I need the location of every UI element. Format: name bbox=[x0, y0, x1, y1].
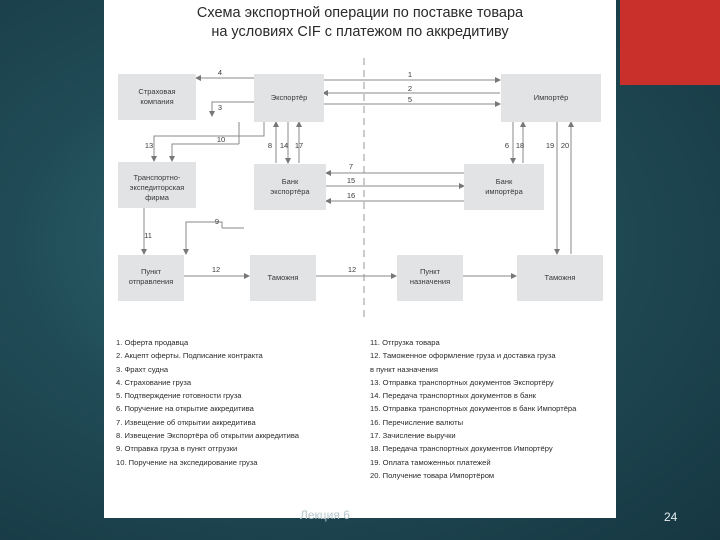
arrow-10 bbox=[169, 143, 239, 162]
legend-item: 19. Оплата таможенных платежей bbox=[370, 457, 491, 467]
node-forwarder: Транспортно- экспедиторская фирма bbox=[118, 162, 196, 208]
arrow-13 bbox=[151, 122, 265, 162]
diagram-title: Схема экспортной операции по поставке то… bbox=[104, 4, 616, 42]
legend-item: 6. Поручение на открытие аккредитива bbox=[116, 404, 254, 414]
arrow-label-20: 20 bbox=[561, 141, 569, 150]
arrow-label-18: 18 bbox=[516, 141, 524, 150]
legend-item: 11. Отгрузка товара bbox=[370, 338, 440, 347]
arrow-label-4: 4 bbox=[218, 68, 222, 77]
node-insurance-l1: Страховая bbox=[138, 87, 175, 96]
node-destination: Пункт назначения bbox=[397, 255, 463, 301]
title-line-1: Схема экспортной операции по поставке то… bbox=[196, 5, 524, 21]
arrow-label-6: 6 bbox=[505, 141, 509, 150]
legend-item: 5. Подтверждение готовности груза bbox=[116, 391, 242, 401]
node-customs-import: Таможня bbox=[517, 255, 603, 301]
arrow-label-15: 15 bbox=[347, 176, 355, 185]
node-departure: Пункт отправления bbox=[118, 255, 184, 301]
arrow-label-8: 8 bbox=[268, 141, 272, 150]
legend-item: 3. Фрахт судна bbox=[116, 364, 169, 374]
arrow-label-12-a: 12 bbox=[212, 265, 220, 274]
arrow-label-1: 1 bbox=[408, 70, 412, 79]
accent-bar bbox=[620, 0, 720, 85]
node-forwarder-l1: Транспортно- bbox=[134, 173, 181, 182]
flow-diagram: Страховая компания Экспортёр Импортёр Тр… bbox=[118, 58, 603, 318]
node-departure-l2: отправления bbox=[129, 277, 174, 286]
legend-item: 2. Акцепт оферты. Подписание контракта bbox=[116, 351, 263, 361]
node-forwarder-l2: экспедиторская bbox=[130, 183, 185, 192]
arrow-label-11: 11 bbox=[144, 231, 152, 240]
legend-item: 12. Таможенное оформление груза и достав… bbox=[370, 351, 556, 361]
diagram-sheet: Схема экспортной операции по поставке то… bbox=[104, 0, 616, 518]
node-exporter-bank-l2: экспортёра bbox=[270, 187, 310, 196]
legend-item: 4. Страхование груза bbox=[116, 377, 192, 387]
arrow-label-17: 17 bbox=[295, 141, 303, 150]
legend-item: 13. Отправка транспортных документов Экс… bbox=[370, 377, 554, 387]
slide-number: 24 bbox=[664, 510, 678, 524]
node-forwarder-l3: фирма bbox=[145, 193, 170, 202]
legend-item: 10. Поручение на экспедирование груза bbox=[116, 457, 258, 467]
node-exporter-bank: Банк экспортёра bbox=[254, 164, 326, 210]
arrow-9 bbox=[183, 221, 223, 255]
node-customs-import-l1: Таможня bbox=[545, 273, 576, 282]
node-destination-l2: назначения bbox=[410, 277, 450, 286]
arrow-label-19: 19 bbox=[546, 141, 554, 150]
node-customs-export-l1: Таможня bbox=[268, 273, 299, 282]
arrow-label-7: 7 bbox=[349, 162, 353, 171]
arrow-label-9: 9 bbox=[215, 217, 219, 226]
node-importer-l1: Импортёр bbox=[534, 93, 569, 102]
arrow-label-5: 5 bbox=[408, 95, 412, 104]
node-customs-export: Таможня bbox=[250, 255, 316, 301]
node-exporter-bank-l1: Банк bbox=[282, 177, 299, 186]
node-destination-l1: Пункт bbox=[420, 267, 441, 276]
node-importer-bank: Банк импортёра bbox=[464, 164, 544, 210]
legend-item: 8. Извещение Экспортёра об открытии аккр… bbox=[116, 431, 300, 441]
svg-text:Страховая: Страховая bbox=[138, 87, 175, 96]
legend-item: 1. Оферта продавца bbox=[116, 338, 189, 347]
arrow-label-2: 2 bbox=[408, 84, 412, 93]
title-line-2: на условиях CIF с платежом по аккредитив… bbox=[211, 24, 509, 40]
node-importer-bank-l2: импортёра bbox=[485, 187, 523, 196]
node-insurance: Страховая компания bbox=[118, 74, 196, 120]
legend-item: в пункт назначения bbox=[370, 364, 439, 374]
legend-item: 16. Перечисление валюты bbox=[370, 417, 464, 427]
legend-item: 9. Отправка груза в пункт отгрузки bbox=[116, 444, 238, 454]
node-departure-l1: Пункт bbox=[141, 267, 162, 276]
legend-item: 20. Получение товара Импортёром bbox=[370, 470, 495, 480]
arrow-3 bbox=[209, 101, 254, 117]
legend-item: 18. Передача транспортных документов Имп… bbox=[370, 444, 553, 454]
node-importer: Импортёр bbox=[501, 74, 601, 122]
arrow-label-16: 16 bbox=[347, 191, 355, 200]
legend-item: 14. Передача транспортных документов в б… bbox=[370, 391, 536, 401]
legend-item: 15. Отправка транспортных документов в б… bbox=[370, 404, 577, 414]
svg-text:компания: компания bbox=[140, 97, 173, 106]
legend-item: 7. Извещение об открытии аккредитива bbox=[116, 417, 256, 427]
arrow-label-14: 14 bbox=[280, 141, 288, 150]
arrow-label-12-b: 12 bbox=[348, 265, 356, 274]
node-exporter: Экспортёр bbox=[254, 74, 324, 122]
node-exporter-l1: Экспортёр bbox=[271, 93, 308, 102]
node-insurance-l2: компания bbox=[140, 97, 173, 106]
legend-right: 11. Отгрузка товара 12. Таможенное оформ… bbox=[370, 336, 612, 482]
arrow-label-3: 3 bbox=[218, 103, 222, 112]
slide-footer: Лекция 6 bbox=[300, 508, 350, 522]
node-importer-bank-l1: Банк bbox=[496, 177, 513, 186]
arrow-label-10: 10 bbox=[217, 135, 225, 144]
legend-item: 17. Зачисление выручки bbox=[370, 431, 456, 441]
legend-left: 1. Оферта продавца 2. Акцепт оферты. Под… bbox=[116, 336, 361, 469]
arrow-label-13: 13 bbox=[145, 141, 153, 150]
